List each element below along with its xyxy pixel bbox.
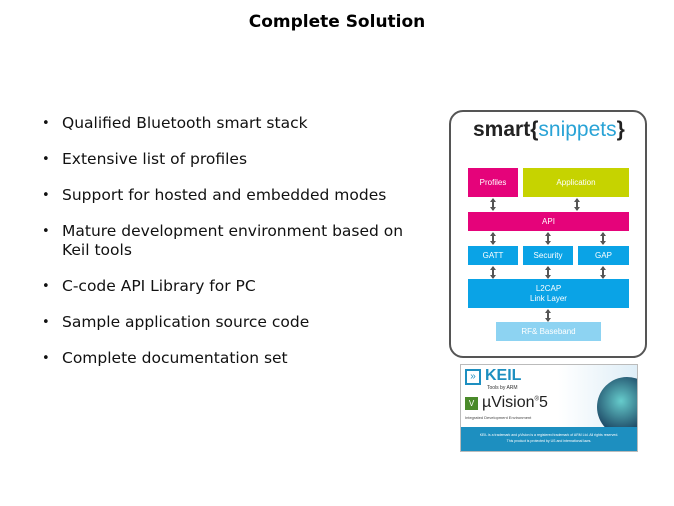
keil-footer: KEIL is a trademark and µVision is a reg… <box>461 427 637 451</box>
keil-logo-icon: » <box>465 369 481 385</box>
bullet-item: Extensive list of profiles <box>40 150 440 169</box>
arrow-icon <box>574 198 580 211</box>
bullet-item: Qualified Bluetooth smart stack <box>40 114 440 133</box>
arrow-icon <box>545 232 551 245</box>
slide-title: Complete Solution <box>248 12 426 32</box>
bullet-item: Complete documentation set <box>40 349 440 368</box>
gatt-block: GATT <box>468 246 518 265</box>
profiles-block: Profiles <box>468 168 518 197</box>
rf-baseband-block: RF& Baseband <box>496 322 601 341</box>
arrow-icon <box>490 198 496 211</box>
bullet-item: Support for hosted and embedded modes <box>40 186 440 205</box>
arrow-icon <box>600 232 606 245</box>
uvision-icon: V <box>465 397 478 410</box>
bullet-item: Mature development environment based on … <box>40 222 422 260</box>
application-block: Application <box>523 168 629 197</box>
arrow-icon <box>490 232 496 245</box>
api-block: API <box>468 212 629 231</box>
smart-snippets-logo: smart{snippets} <box>473 118 625 141</box>
arrow-icon <box>490 266 496 279</box>
bullet-item: Sample application source code <box>40 313 440 332</box>
arrow-icon <box>545 309 551 322</box>
arrow-icon <box>545 266 551 279</box>
bullet-list: Qualified Bluetooth smart stack Extensiv… <box>40 114 440 385</box>
security-block: Security <box>523 246 573 265</box>
smart-snippets-diagram: smart{snippets} Profiles Application API… <box>449 110 647 358</box>
keil-uvision-banner: » KEIL Tools by ARM V µVision®5 Integrat… <box>460 364 638 452</box>
arrow-icon <box>600 266 606 279</box>
gap-block: GAP <box>578 246 629 265</box>
bullet-item: C-code API Library for PC <box>40 277 440 296</box>
